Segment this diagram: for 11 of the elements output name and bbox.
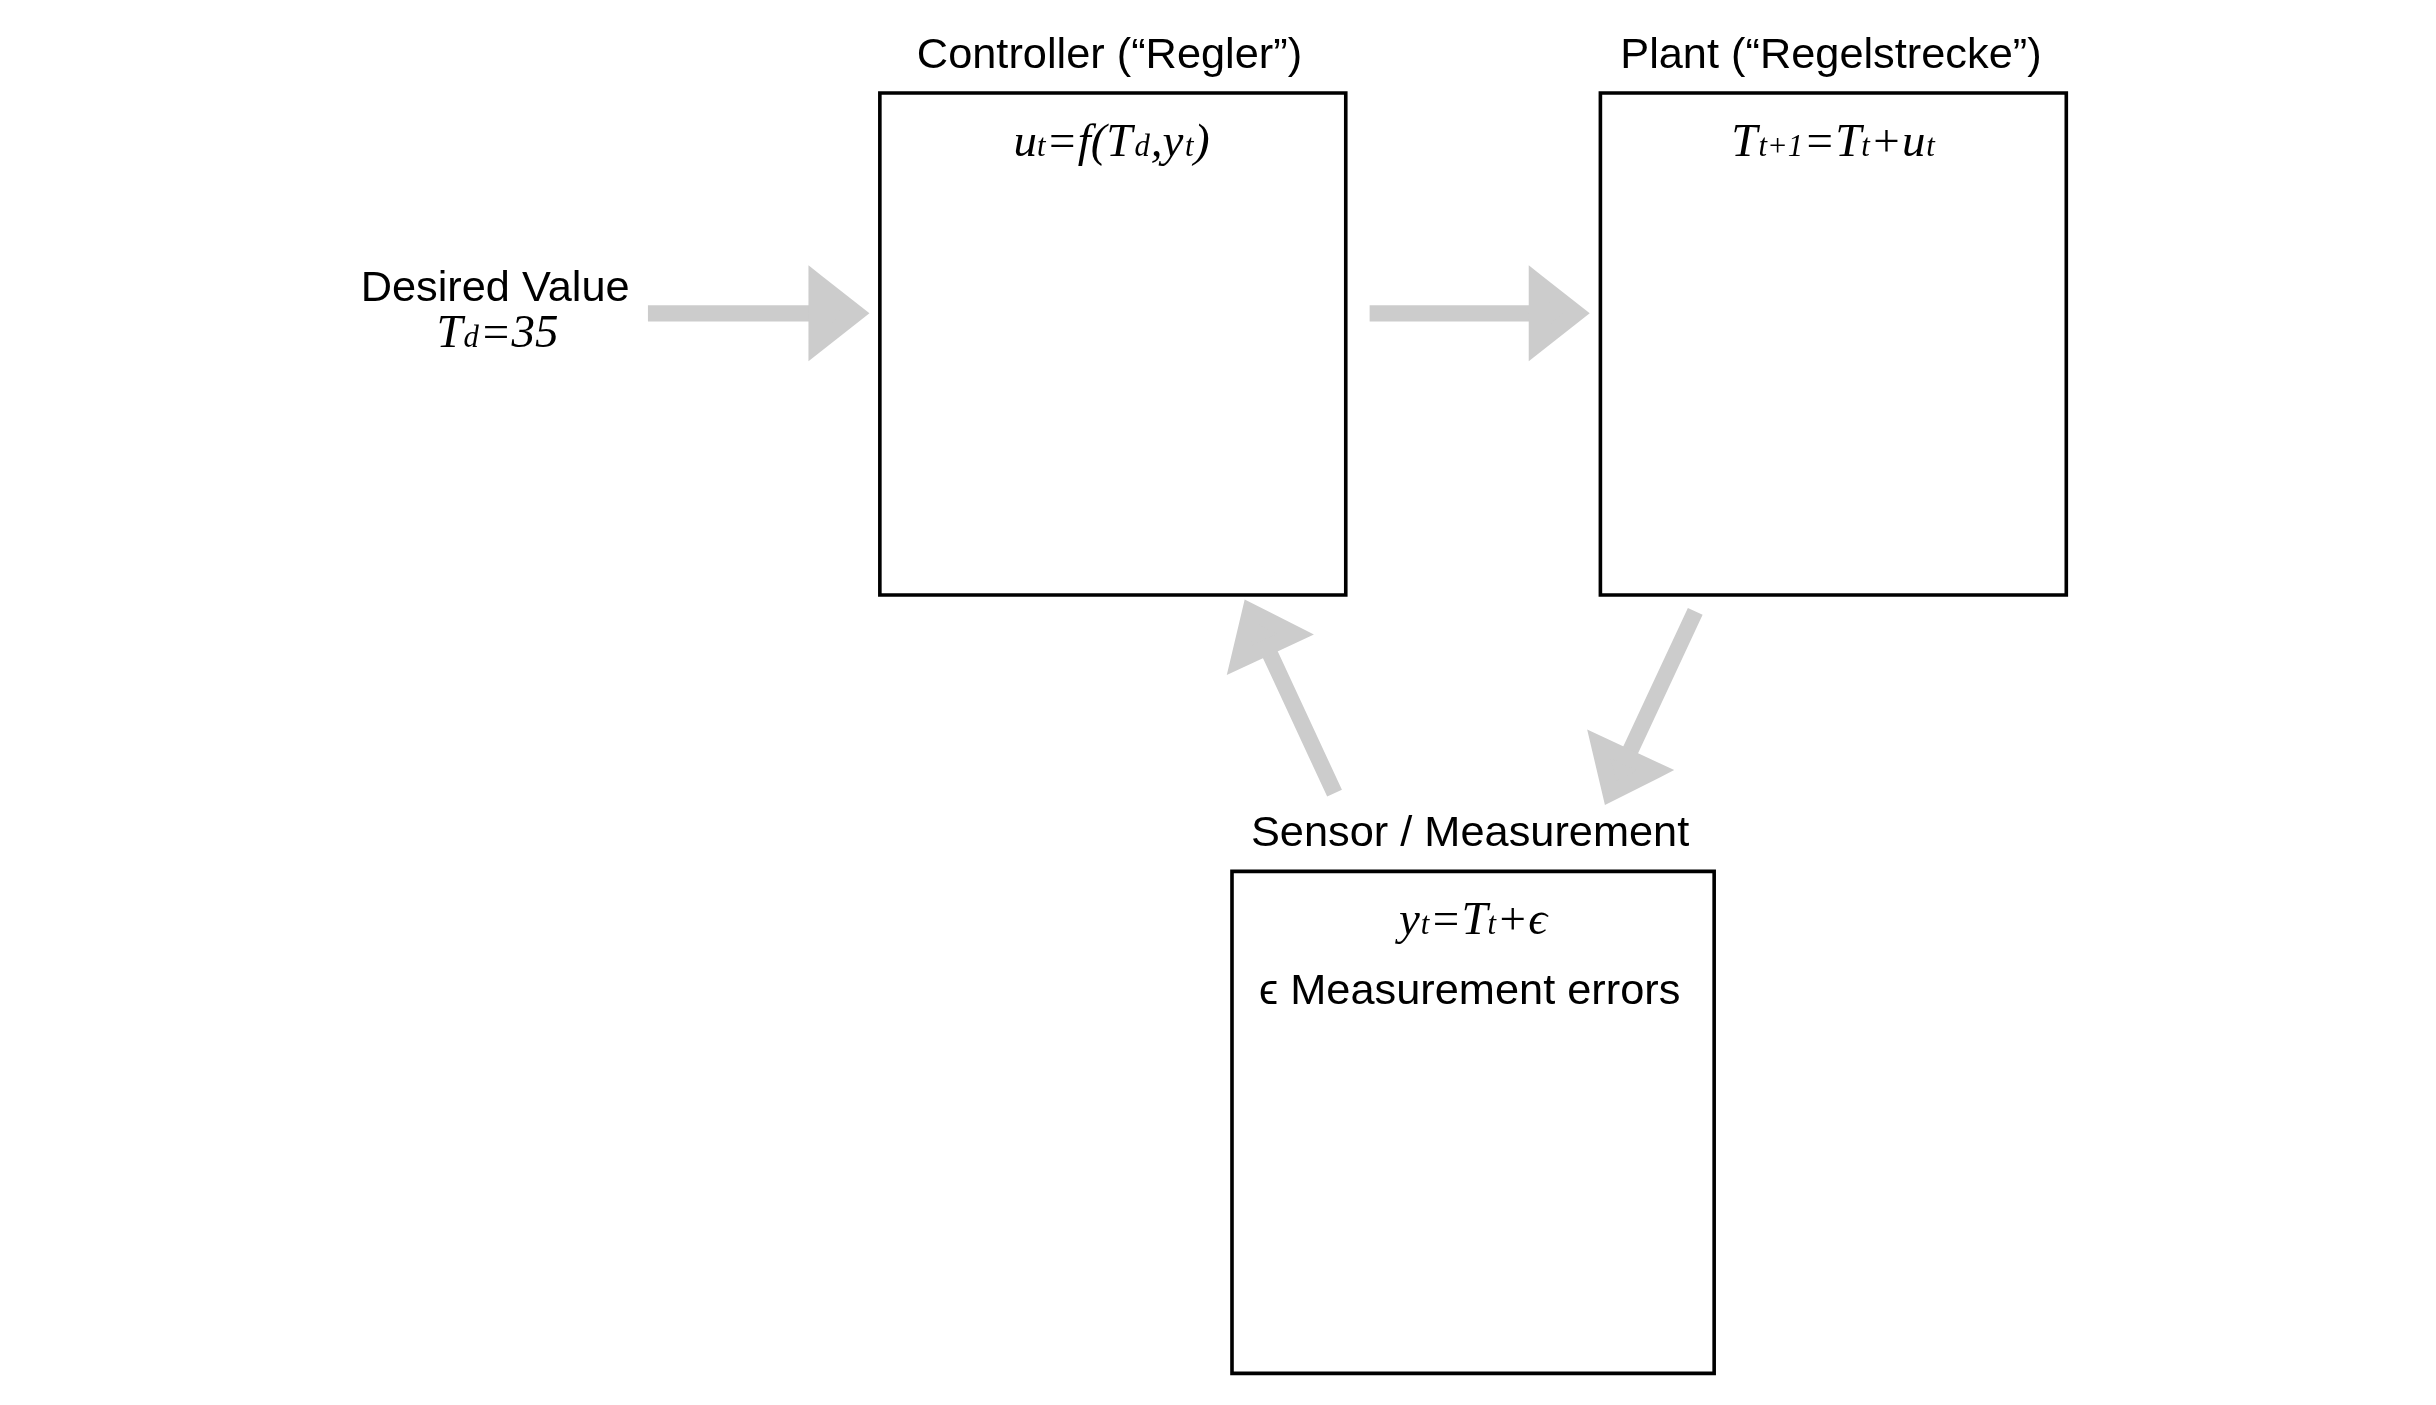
arrow xyxy=(1369,265,1590,362)
node-label: Controller (“Regler”) xyxy=(916,29,1303,78)
node-label: Plant (“Regelstrecke”) xyxy=(1620,29,2042,78)
arrow xyxy=(647,265,870,362)
node-box: Tt+1=Tt+ut xyxy=(1598,91,2069,597)
node-box: yt=Tt+ϵ ϵ Measurement errors xyxy=(1230,869,1716,1376)
node-box: ut=f(Td,yt) xyxy=(878,91,1348,597)
node-text: Desired Value Td=35 xyxy=(360,262,630,358)
arrow xyxy=(1226,599,1342,797)
node-label: Sensor / Measurement xyxy=(1250,807,1690,856)
arrow xyxy=(1587,607,1703,806)
